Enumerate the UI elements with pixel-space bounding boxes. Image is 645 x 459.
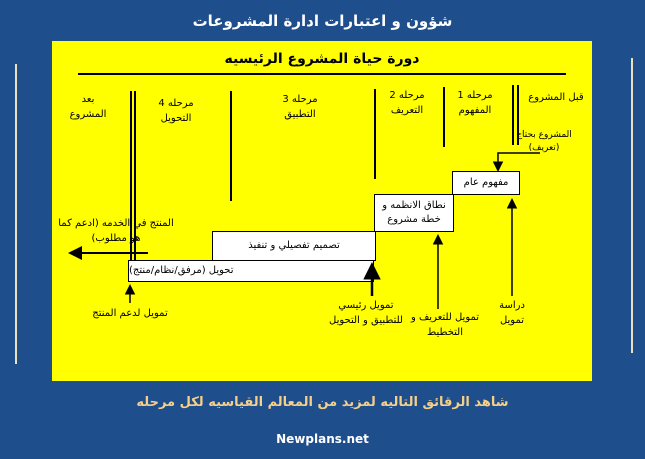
funding-definition: تمويل للتعريف و التخطيط: [410, 312, 480, 338]
phase-post-project: بعد المشروع: [69, 94, 107, 120]
phase-3-implementation: مرحله 3 التطبيق: [282, 94, 318, 120]
diagram-arrows: [68, 152, 540, 309]
funding-support: تمويل لدعم المنتج: [92, 308, 168, 319]
phase-divider: [517, 85, 519, 145]
site-name[interactable]: Newplans.net: [276, 432, 369, 446]
need-label: المشروع بحتاج (تعريف): [516, 130, 572, 154]
phase-divider: [230, 91, 232, 201]
phase-1-concept: مرحله 1 المفهوم: [457, 90, 493, 116]
phase-2-definition: مرحله 2 التعريف: [389, 90, 425, 116]
box-design-build: تصميم تفصيلي و تنفيذ: [212, 231, 376, 261]
right-border-line: [631, 58, 633, 353]
footer-note: شاهد الرقائق التاليه لمزيد من المعالم ال…: [136, 395, 509, 410]
phase-divider: [512, 85, 514, 145]
phase-divider: [134, 91, 136, 261]
funding-study: دراسة تمويل: [499, 300, 525, 326]
box-concept: مفهوم عام: [452, 171, 520, 195]
funding-main: تمويل رئيسي للتطبيق و التحويل: [329, 300, 403, 326]
phase-divider: [374, 89, 376, 179]
title-underline: [78, 73, 566, 75]
phase-pre-project: قبل المشروع: [528, 92, 584, 103]
phase-divider: [130, 91, 132, 261]
phase-4-transfer: مرحله 4 التحويل: [158, 98, 194, 124]
phase-divider: [443, 87, 445, 147]
left-border-line: [15, 64, 17, 364]
diagram-panel: دورة حياة المشروع الرئيسيه قبل المشروع م…: [52, 41, 592, 381]
slide-title: شؤون و اعتبارات ادارة المشروعات: [192, 12, 453, 30]
diagram-title: دورة حياة المشروع الرئيسيه: [224, 51, 420, 67]
box-scope-plan: نطاق الانظمه و خطة مشروع: [374, 194, 454, 232]
output-label: المنتج في الخدمه (ادعم كما هو مطلوب): [58, 218, 174, 244]
need-arrow: [492, 152, 540, 172]
